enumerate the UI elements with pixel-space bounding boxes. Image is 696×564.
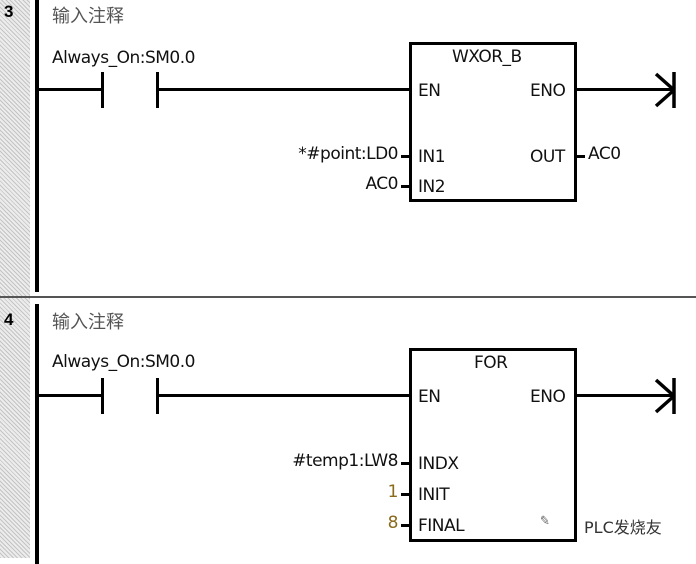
- wire: [38, 88, 104, 91]
- pin-eno: ENO: [530, 81, 566, 101]
- network-3[interactable]: 3 输入注释 Always_On:SM0.0 WXOR_B EN ENO IN1…: [0, 0, 696, 296]
- pin-out: OUT: [530, 147, 565, 167]
- pin-in2: IN2: [418, 177, 446, 197]
- wire: [38, 394, 104, 397]
- operand-in2[interactable]: AC0: [365, 174, 398, 194]
- function-block-wxor-b[interactable]: WXOR_B EN ENO IN1 IN2 OUT: [409, 42, 577, 202]
- block-title: FOR: [474, 353, 508, 373]
- arrow-terminator-icon: [654, 72, 676, 108]
- contact-left-bar: [101, 378, 104, 414]
- pin-stub: [401, 155, 409, 158]
- network-number: 4: [4, 310, 14, 329]
- pin-final: FINAL: [418, 516, 465, 536]
- network-separator: [0, 296, 696, 298]
- arrow-terminator-icon: [654, 378, 676, 414]
- pin-indx: INDX: [418, 454, 459, 474]
- eno-wire: [577, 394, 673, 397]
- function-block-for[interactable]: FOR EN ENO INDX INIT FINAL: [409, 348, 577, 542]
- pin-eno: ENO: [530, 387, 566, 407]
- network-comment[interactable]: 输入注释: [52, 6, 124, 27]
- eno-wire: [577, 88, 673, 91]
- power-rail: [35, 0, 39, 292]
- pin-stub: [401, 462, 409, 465]
- network-gutter[interactable]: 4: [0, 298, 30, 558]
- network-comment[interactable]: 输入注释: [52, 312, 124, 333]
- wire: [156, 394, 410, 397]
- pin-stub: [401, 524, 409, 527]
- pin-en: EN: [418, 81, 441, 101]
- power-rail: [35, 304, 39, 564]
- operand-out[interactable]: AC0: [588, 144, 621, 164]
- block-title: WXOR_B: [452, 47, 522, 67]
- wire: [156, 88, 410, 91]
- operand-init[interactable]: 1: [387, 482, 399, 502]
- pin-en: EN: [418, 387, 441, 407]
- pin-in1: IN1: [418, 147, 446, 167]
- contact-left-bar: [101, 72, 104, 108]
- pin-stub: [577, 155, 585, 158]
- network-gutter[interactable]: 3: [0, 0, 30, 296]
- operand-indx[interactable]: #temp1:LW8: [292, 451, 398, 471]
- pin-stub: [401, 185, 409, 188]
- network-number: 3: [4, 2, 14, 21]
- network-4[interactable]: 4 输入注释 Always_On:SM0.0 FOR EN ENO INDX I…: [0, 298, 696, 564]
- watermark: PLC发烧友: [584, 518, 662, 537]
- pin-stub: [401, 493, 409, 496]
- operand-final[interactable]: 8: [387, 513, 399, 533]
- pin-init: INIT: [418, 485, 450, 505]
- wechat-icon: ✎: [540, 514, 550, 529]
- contact-label: Always_On:SM0.0: [52, 48, 195, 68]
- operand-in1[interactable]: *#point:LD0: [298, 144, 398, 164]
- contact-label: Always_On:SM0.0: [52, 352, 195, 372]
